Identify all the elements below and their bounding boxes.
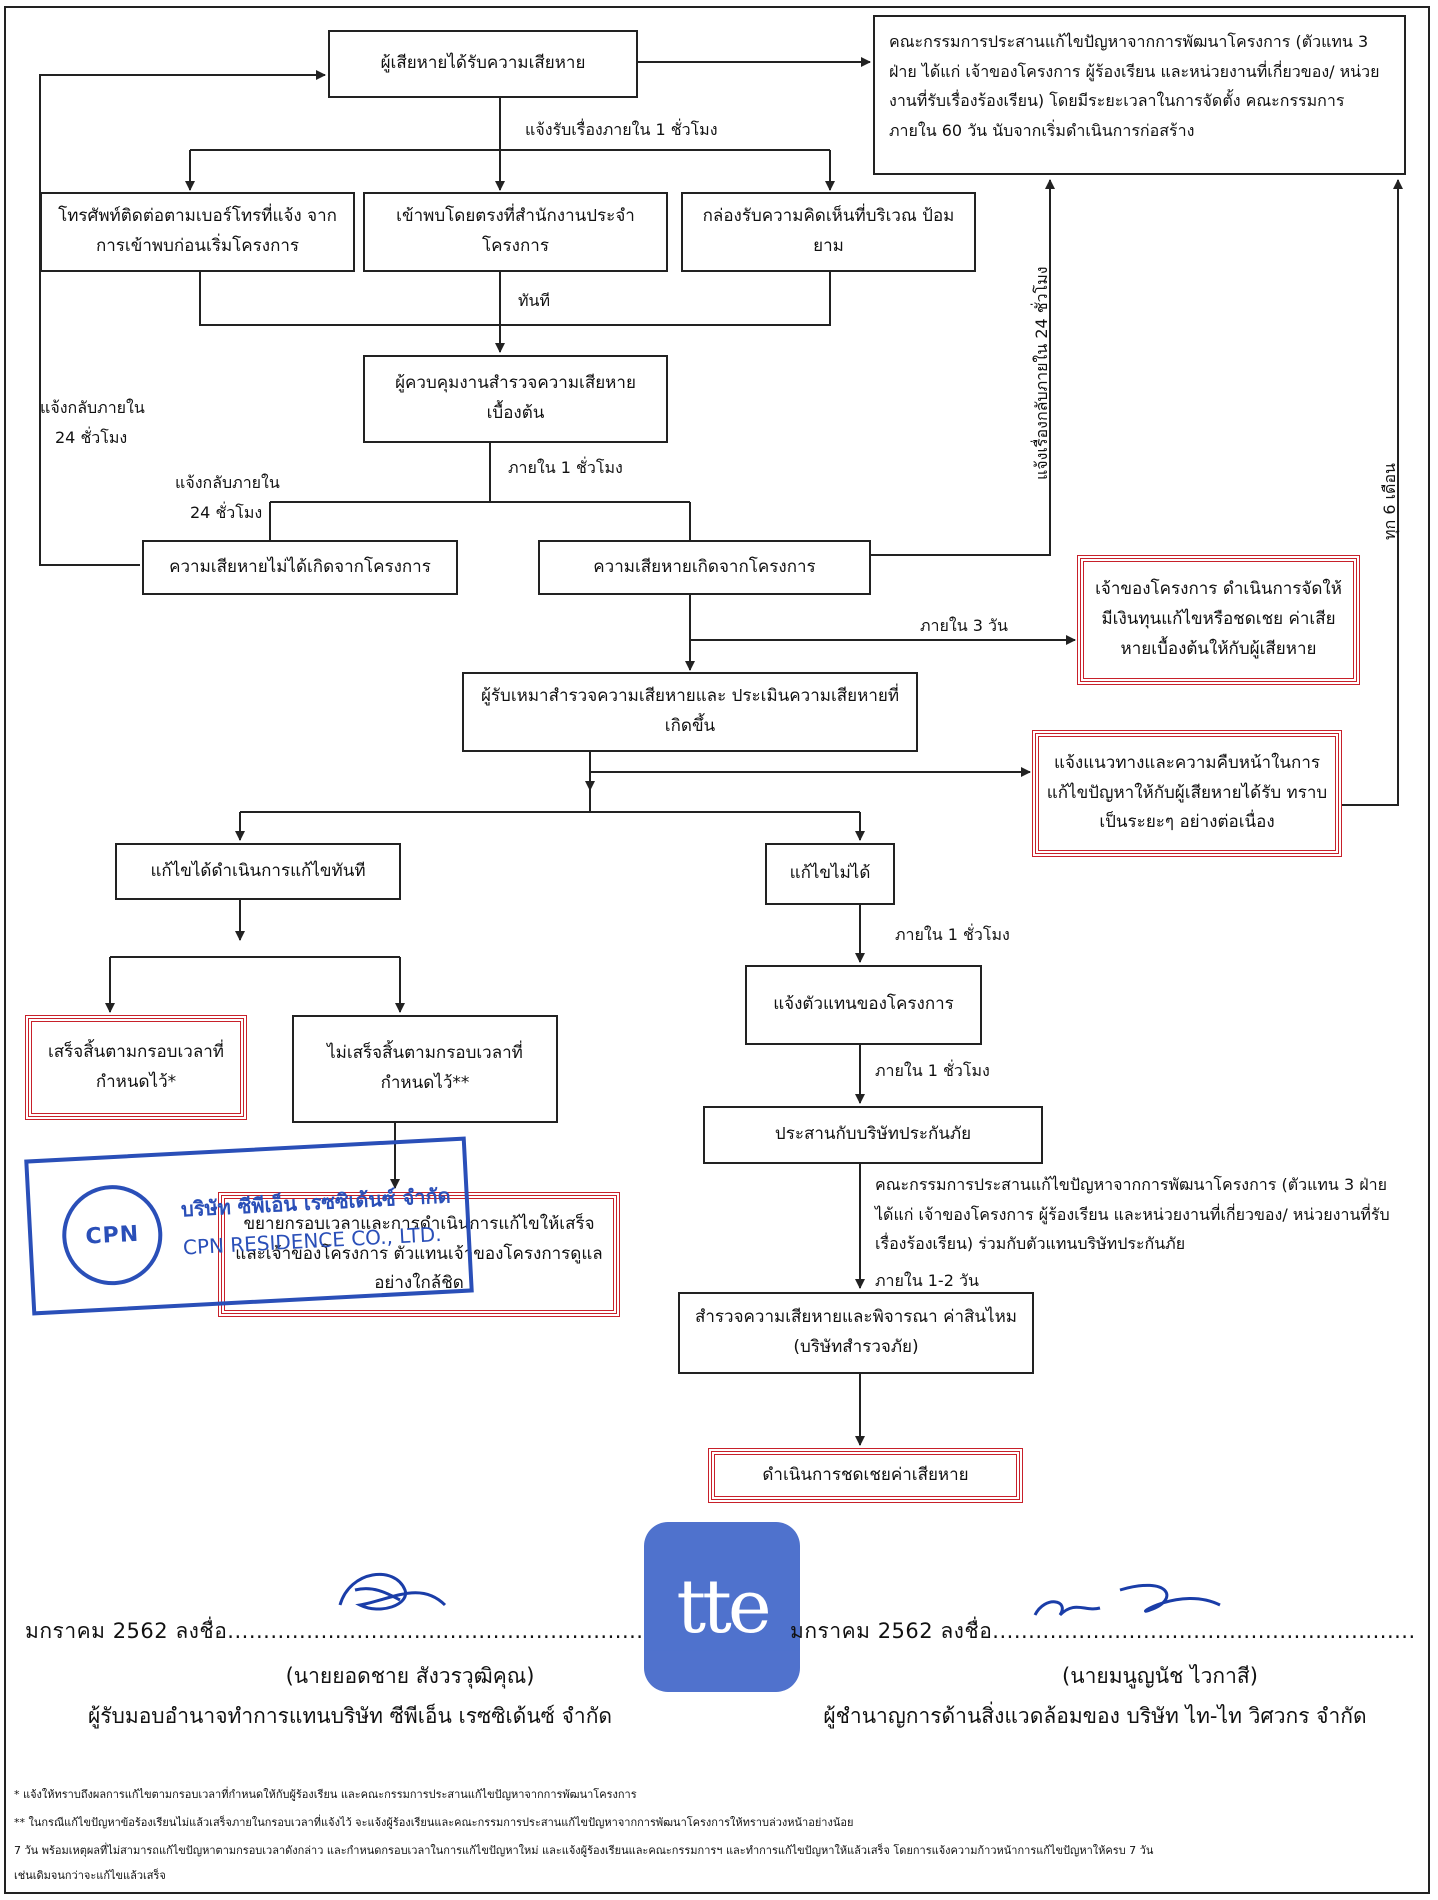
- footnote-2-end: เช่นเดิมจนกว่าจะแก้ไขแล้วเสร็จ: [14, 1869, 166, 1882]
- label-reply-24h-a1: แจ้งกลับภายใน: [40, 398, 145, 417]
- node-extend: ขยายกรอบเวลาและการดำเนินการแก้ไขให้เสร็จ…: [218, 1192, 620, 1317]
- right-signature-mark: [1033, 1583, 1221, 1617]
- label-within-1h: ภายใน 1 ชั่วโมง: [508, 458, 623, 477]
- node-survey: สำรวจความเสียหายและพิจารณา ค่าสินไหม (บร…: [678, 1292, 1034, 1374]
- node-supervisor: ผู้ควบคุมงานสำรวจความเสียหาย เบื้องต้น: [363, 355, 668, 443]
- node-committee: คณะกรรมการประสานแก้ไขปัญหาจากการพัฒนาโคร…: [873, 15, 1406, 175]
- footnote-1: * แจ้งให้ทราบถึงผลการแก้ไขตามกรอบเวลาที่…: [14, 1788, 637, 1801]
- label-within-1-2d: ภายใน 1-2 วัน: [875, 1271, 979, 1290]
- right-signer-name: (นายมนูญนัช ไวกาสี): [1062, 1664, 1258, 1688]
- label-reply-24h-b1: 24 ชั่วโมง: [55, 428, 128, 447]
- label-within-1h-b: ภายใน 1 ชั่วโมง: [895, 925, 1010, 944]
- label-within-3d: ภายใน 3 วัน: [920, 616, 1008, 635]
- label-committee-insurer: คณะกรรมการประสานแก้ไขปัญหาจากการพัฒนาโคร…: [875, 1175, 1390, 1254]
- label-reply-24h-b2: 24 ชั่วโมง: [190, 503, 263, 522]
- node-victim: ผู้เสียหายได้รับความเสียหาย: [328, 30, 638, 98]
- node-cannot-fix: แก้ไขไม่ได้: [765, 843, 895, 905]
- label-immediately: ทันที: [518, 291, 551, 310]
- node-comment-box: กล่องรับความคิดเห็นที่บริเวณ ป้อมยาม: [681, 192, 976, 272]
- node-compensate: ดำเนินการชดเชยค่าเสียหาย: [708, 1448, 1023, 1503]
- page-border: [4, 6, 1430, 1894]
- node-contractor: ผู้รับเหมาสำรวจความเสียหายและ ประเมินควา…: [462, 672, 918, 752]
- node-inform-progress: แจ้งแนวทางและความคืบหน้าในการ แก้ไขปัญหา…: [1032, 730, 1342, 857]
- label-within-1h-receive: แจ้งรับเรื่องภายใน 1 ชั่วโมง: [525, 120, 718, 139]
- label-within-1h-c: ภายใน 1 ชั่วโมง: [875, 1061, 990, 1080]
- left-signer-title: ผู้รับมอบอำนาจทำการแทนบริษัท ซีพีเอ็น เร…: [87, 1704, 613, 1728]
- right-sign-line: มกราคม 2562 ลงชื่อ......................…: [790, 1619, 1415, 1643]
- node-office: เข้าพบโดยตรงที่สำนักงานประจำ โครงการ: [363, 192, 668, 272]
- node-from-project: ความเสียหายเกิดจากโครงการ: [538, 540, 871, 595]
- stamp-english-name: CPN RESIDENCE CO., LTD.: [182, 1221, 443, 1260]
- left-signature-mark: [338, 1573, 447, 1611]
- node-not-from-project: ความเสียหายไม่ได้เกิดจากโครงการ: [142, 540, 458, 595]
- node-phone: โทรศัพท์ติดต่อตามเบอร์โทรที่แจ้ง จากการเ…: [40, 192, 355, 272]
- cpn-logo-icon: CPN: [59, 1182, 165, 1288]
- node-owner-fund: เจ้าของโครงการ ดำเนินการจัดให้ มีเงินทุน…: [1077, 555, 1360, 685]
- company-stamp: CPN บริษัท ซีพีเอ็น เรซซิเด้นซ์ จำกัด CP…: [24, 1136, 474, 1316]
- tte-seal: tte: [644, 1522, 800, 1692]
- footnote-2: ** ในกรณีแก้ไขปัญหาข้อร้องเรียนไม่แล้วเส…: [14, 1816, 854, 1829]
- node-done-ontime: เสร็จสิ้นตามกรอบเวลาที่ กำหนดไว้*: [25, 1015, 247, 1120]
- left-sign-line: มกราคม 2562 ลงชื่อ......................…: [25, 1619, 645, 1643]
- label-reply-24h-vertical: แจ้งเรื่องกลับภายใน 24 ชั่วโมง: [1032, 266, 1051, 480]
- label-reply-24h-a2: แจ้งกลับภายใน: [175, 473, 280, 492]
- node-notify-rep: แจ้งตัวแทนของโครงการ: [745, 965, 982, 1045]
- node-not-done: ไม่เสร็จสิ้นตามกรอบเวลาที่ กำหนดไว้**: [292, 1015, 558, 1123]
- left-signer-name: (นายยอดชาย สังวรวุฒิคุณ): [285, 1664, 535, 1688]
- right-signer-title: ผู้ชำนาญการด้านสิ่งแวดล้อมของ บริษัท ไท-…: [823, 1704, 1367, 1728]
- label-every-6m: ทุก 6 เดือน: [1380, 463, 1399, 540]
- node-fix-now: แก้ไขได้ดำเนินการแก้ไขทันที: [115, 843, 401, 900]
- footnote-2-cont: 7 วัน พร้อมเหตุผลที่ไม่สามารถแก้ไขปัญหาต…: [14, 1844, 1154, 1857]
- stamp-thai-name: บริษัท ซีพีเอ็น เรซซิเด้นซ์ จำกัด: [180, 1183, 452, 1222]
- node-insurer: ประสานกับบริษัทประกันภัย: [703, 1106, 1043, 1164]
